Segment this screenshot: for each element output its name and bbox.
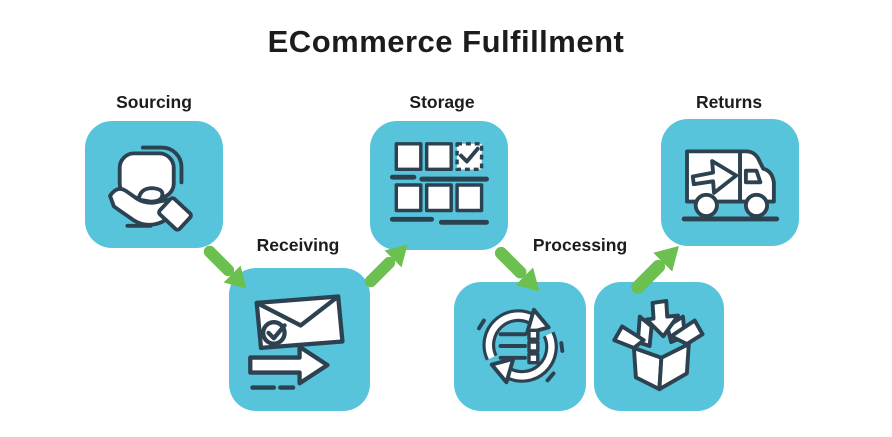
flow-arrow-storage-to-processing [494,246,540,292]
stage-tile-sourcing [85,121,223,248]
flow-arrow-receiving-to-storage [364,244,408,288]
stage-tile-processing [454,282,586,411]
stage-label-storage: Storage [409,92,475,112]
stage-label-returns: Returns [695,92,763,112]
flow-arrow-sourcing-to-receiving [203,245,247,289]
stage-label-receiving: Receiving [256,235,340,255]
hand-holding-package-icon [107,145,193,232]
stage-tile-receiving [229,268,370,411]
stage-label-processing: Processing [532,235,628,255]
stage-tile-storage [370,121,508,250]
diagram-title: ECommerce Fulfillment [267,24,625,59]
sync-arrows-order-list-icon [476,308,565,385]
stage-tile-open-box [594,282,724,411]
stage-label-sourcing: Sourcing [116,92,192,112]
delivery-truck-arrow-icon [681,149,779,222]
envelope-checkmark-arrow-icon [248,294,345,390]
warehouse-shelf-boxes-icon [389,142,489,226]
flow-arrow-openbox-to-returns [631,246,679,294]
stage-tile-returns [661,119,799,246]
open-box-arrow-in-icon [611,299,705,392]
